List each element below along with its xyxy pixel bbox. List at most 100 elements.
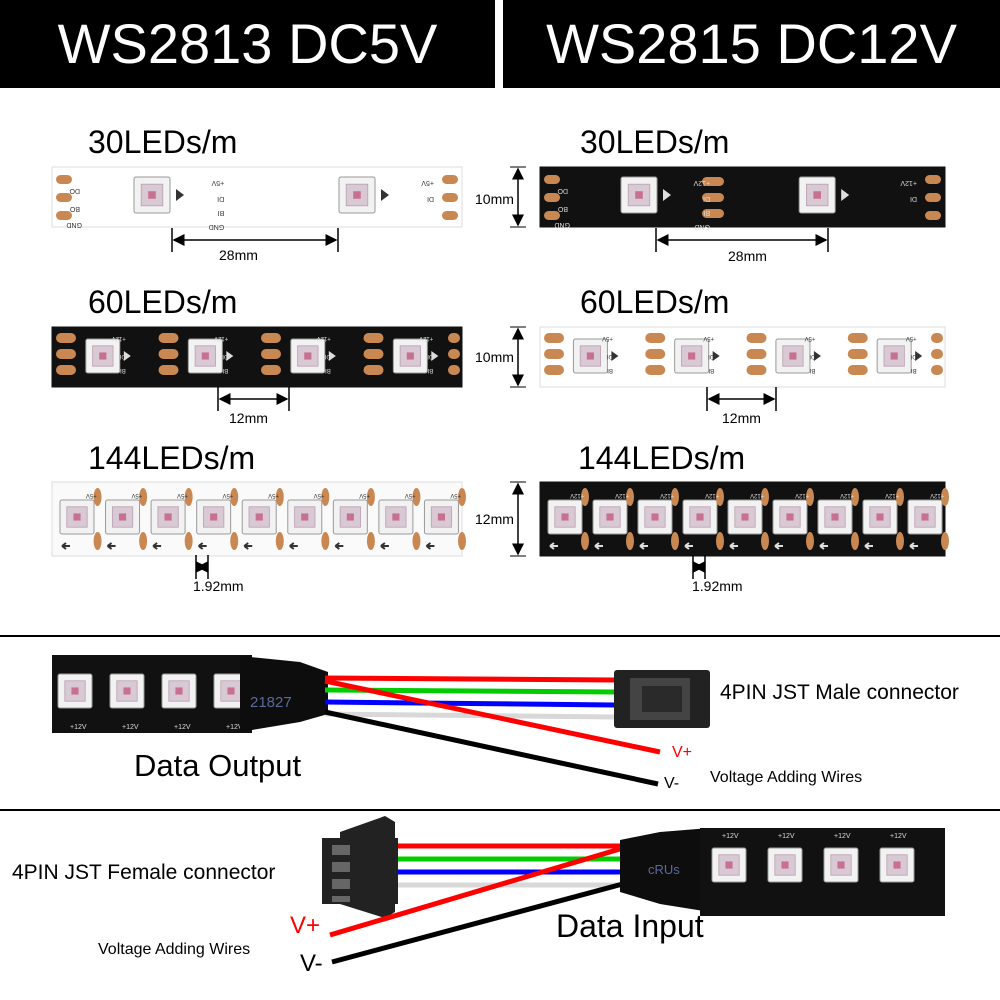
- led-emitter: [353, 191, 361, 199]
- copper-pad: [321, 488, 330, 506]
- copper-pad: [544, 211, 560, 220]
- copper-pad: [851, 488, 859, 506]
- data-input-cable: +12V+12V+12V+12V: [322, 816, 945, 965]
- strip-marking: +5V: [177, 492, 188, 498]
- led-strips: DOBOGND+5VDIBIGND+5VDIDOBOGND+12VDIBIGND…: [51, 166, 949, 557]
- led-emitter: [741, 513, 749, 521]
- direction-arrow: [176, 189, 184, 201]
- strip-marking: DI: [809, 353, 815, 359]
- copper-pad: [261, 333, 281, 343]
- wire-red: [324, 675, 616, 683]
- strip-marking: +5V: [86, 492, 97, 498]
- direction-arrow: [549, 542, 558, 550]
- pitch-dimension: [171, 228, 339, 252]
- pitch-label-144-right: 1.92mm: [692, 578, 743, 594]
- copper-pad: [847, 333, 868, 343]
- copper-pad: [896, 532, 904, 550]
- strip-marking: DI: [222, 353, 228, 359]
- strip-marking: +12V: [112, 335, 126, 341]
- pitch-dimension: [706, 387, 777, 411]
- copper-pad: [645, 365, 666, 375]
- pitch-label-30-right: 28mm: [728, 248, 767, 264]
- copper-pad: [671, 488, 679, 506]
- input-heat-shrink: [620, 828, 710, 912]
- strip-marking: +5V: [359, 492, 370, 498]
- direction-arrow: [61, 542, 70, 550]
- led-emitter: [255, 513, 263, 521]
- copper-pad: [702, 209, 724, 218]
- strip-marking: +12V: [317, 335, 331, 341]
- copper-pad: [56, 211, 72, 220]
- pitch-label-60-left: 12mm: [229, 410, 268, 426]
- strip-marking: DI: [703, 195, 710, 202]
- copper-pad: [458, 532, 466, 550]
- direction-arrow: [289, 542, 298, 550]
- copper-pad: [448, 349, 460, 359]
- density-label-144-left: 144LEDs/m: [88, 440, 256, 476]
- direction-arrow: [684, 542, 693, 550]
- wire-blue: [324, 699, 616, 708]
- direction-arrow: [198, 542, 207, 550]
- led-emitter: [813, 191, 821, 199]
- strip-marking: +12V: [885, 492, 899, 498]
- strip-marking: +5V: [602, 335, 613, 341]
- data-output-cable: +12V+12V+12V+12V: [52, 655, 710, 787]
- strip-marking: DO: [557, 187, 568, 194]
- strip-marking: DI: [607, 353, 613, 359]
- led-emitter: [837, 861, 845, 869]
- led-emitter: [148, 191, 156, 199]
- copper-pad: [645, 333, 666, 343]
- direction-arrow: [729, 542, 738, 550]
- strip-marking: GND: [554, 221, 570, 228]
- copper-pad: [544, 193, 560, 202]
- strip-marking: +5V: [211, 179, 224, 186]
- strip-marking: DI: [119, 353, 125, 359]
- copper-pad: [363, 333, 384, 343]
- pitch-dimension: [692, 555, 706, 579]
- direction-arrow: [334, 542, 344, 550]
- copper-pad: [184, 488, 193, 506]
- strip-marking: BI: [325, 367, 331, 373]
- input-wires-label: Voltage Adding Wires: [98, 941, 251, 958]
- copper-pad: [448, 333, 460, 343]
- copper-pad: [56, 333, 76, 343]
- copper-pad: [544, 175, 560, 184]
- copper-pad: [442, 193, 458, 202]
- strip-marking: +12V: [722, 833, 739, 840]
- power-wire-black: [324, 709, 659, 787]
- male-connector-label: 4PIN JST Male connector: [720, 681, 959, 704]
- copper-pad: [93, 488, 102, 506]
- direction-arrow: [425, 542, 435, 550]
- density-label-60-right: 60LEDs/m: [580, 284, 730, 320]
- input-vminus-label: V-: [300, 950, 323, 977]
- strip-marking: +5V: [450, 492, 461, 498]
- copper-pad: [851, 532, 859, 550]
- copper-pad: [847, 349, 868, 359]
- copper-pad: [412, 488, 421, 506]
- copper-pad: [93, 532, 102, 550]
- led-emitter: [651, 513, 659, 521]
- copper-pad: [626, 488, 634, 506]
- pitch-label-60-right: 12mm: [722, 410, 761, 426]
- power-wire-red: [324, 678, 661, 755]
- strip-marking: +12V: [615, 492, 629, 498]
- copper-pad: [581, 532, 589, 550]
- strip-marking: +12V: [930, 492, 944, 498]
- strip-marking: +12V: [214, 335, 228, 341]
- strip-marking: BI: [708, 367, 714, 373]
- direction-arrow: [774, 542, 783, 550]
- input-cable-mark: cRUs: [648, 862, 680, 877]
- copper-pad: [261, 349, 281, 359]
- led-emitter: [890, 352, 898, 360]
- copper-pad: [544, 333, 564, 343]
- output-wires-label: Voltage Adding Wires: [710, 769, 863, 786]
- direction-arrow: [594, 542, 603, 550]
- direction-arrow: [909, 542, 918, 550]
- copper-pad: [442, 211, 458, 220]
- strip-marking: GND: [209, 223, 225, 230]
- strip-144-black: +12V+12V+12V+12V+12V+12V+12V+12V+12V: [539, 481, 949, 557]
- strip-marking: BI: [120, 367, 126, 373]
- copper-pad: [925, 211, 941, 220]
